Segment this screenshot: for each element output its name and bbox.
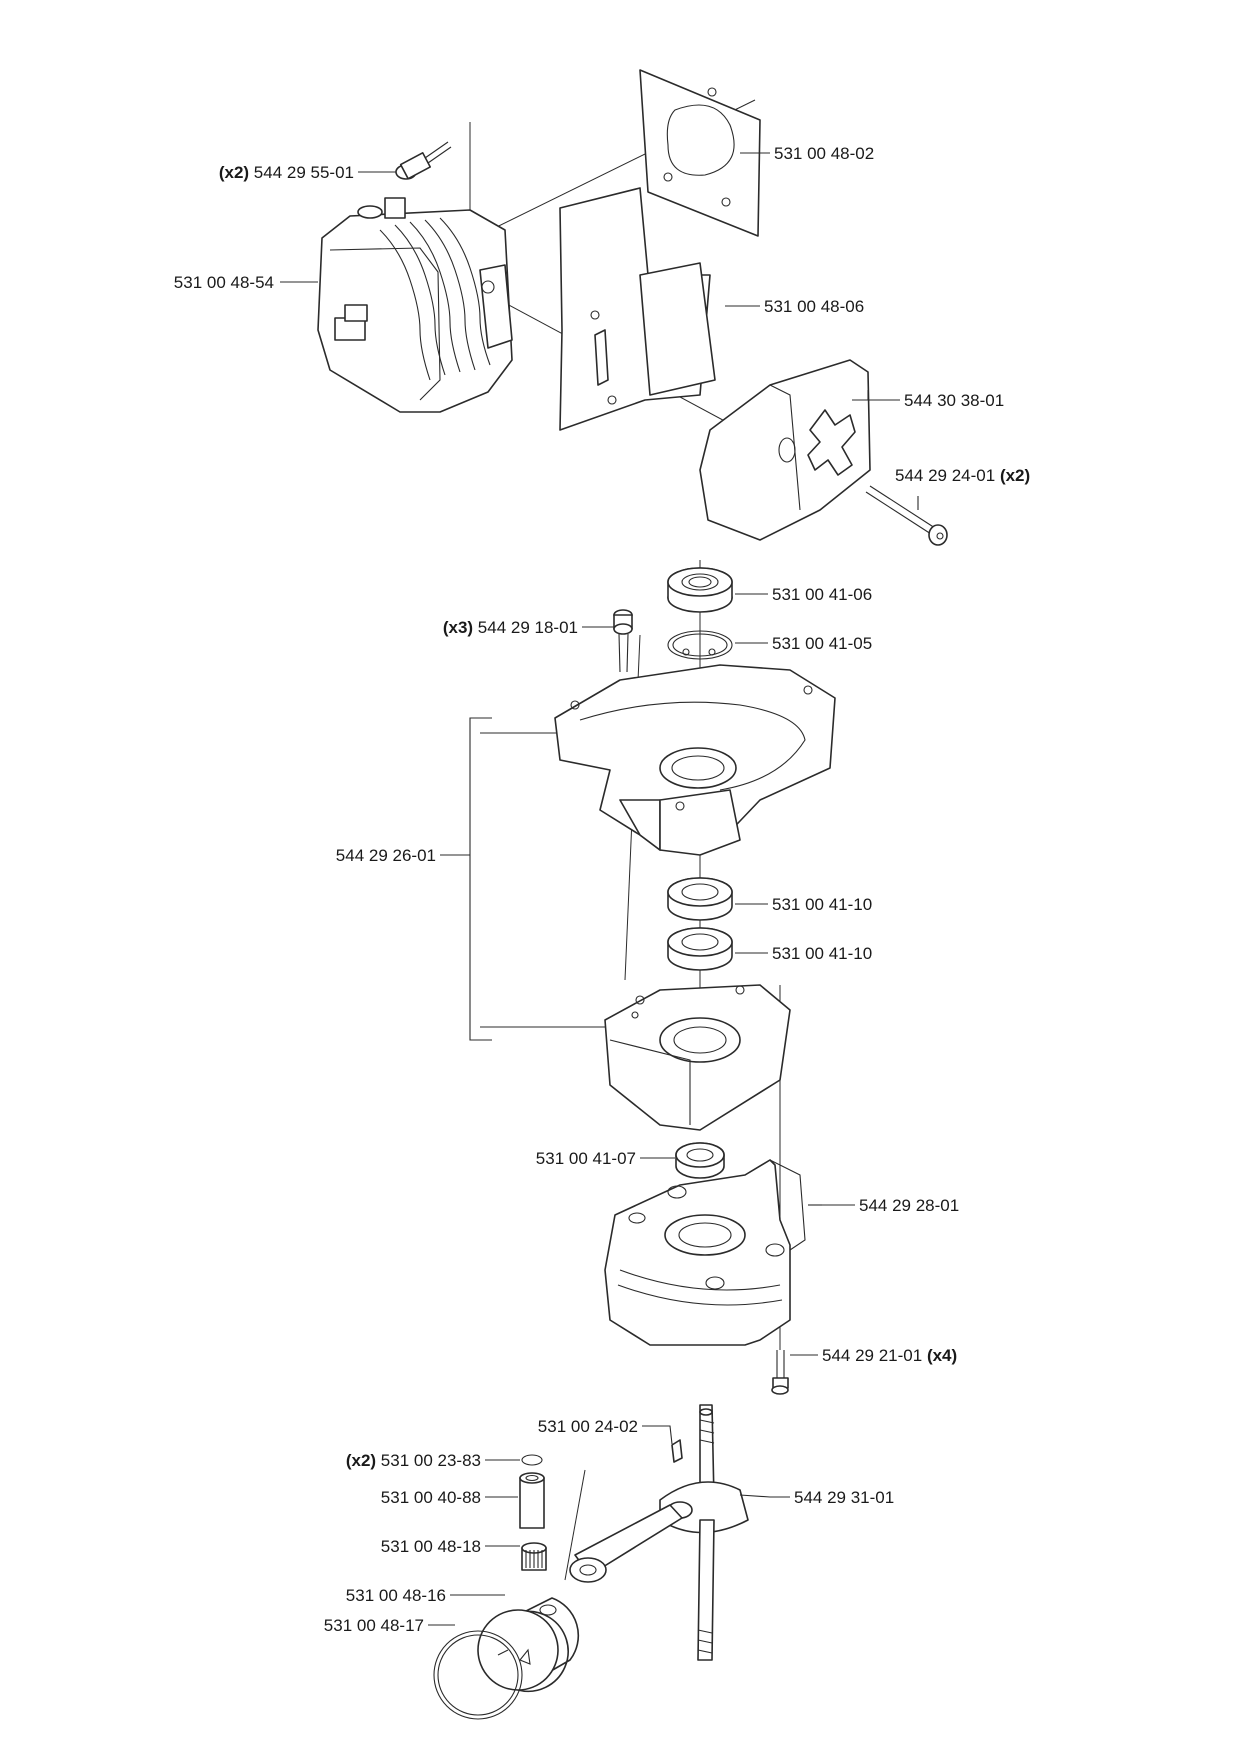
callout-label: 531 00 48-54 [174,273,274,292]
callout-label: (x3) 544 29 18-01 [443,618,578,637]
quantity-marker: (x2) [219,163,249,182]
muffler-part[interactable] [699,359,871,541]
bearing-mid-lower-part[interactable] [667,927,733,971]
callout-label: 544 29 28-01 [859,1196,959,1215]
callout-label: 544 29 31-01 [794,1488,894,1507]
callout-label: 544 29 24-01 (x2) [895,466,1030,485]
housing-part[interactable] [604,1159,806,1346]
callout-label: 531 00 40-88 [381,1488,481,1507]
part-number: 531 00 41-07 [536,1149,636,1168]
callout-label: 544 29 21-01 (x4) [822,1346,957,1365]
callout-labels: (x2) 544 29 55-01 531 00 48-02 531 00 48… [174,144,1030,1635]
part-number: 531 00 24-02 [538,1417,638,1436]
part-number: 531 00 41-06 [772,585,872,604]
cylinder-screw-part[interactable] [395,141,452,180]
quantity-marker: (x2) [1000,466,1030,485]
part-number: 544 30 38-01 [904,391,1004,410]
callout-label: 531 00 41-10 [772,944,872,963]
callout-label: 531 00 48-02 [774,144,874,163]
woodruff-key-part[interactable] [671,1439,683,1463]
part-number: 531 00 48-06 [764,297,864,316]
part-number: 544 29 18-01 [478,618,578,637]
housing-screw-part[interactable] [771,1350,789,1395]
piston-ring-part[interactable] [433,1630,523,1720]
part-number: 544 29 24-01 [895,466,995,485]
quantity-marker: (x4) [927,1346,957,1365]
cylinder-part[interactable] [317,197,513,413]
quantity-marker: (x3) [443,618,473,637]
piston-pin-part[interactable] [519,1472,545,1529]
part-number: 544 29 28-01 [859,1196,959,1215]
crankcase-lower-part[interactable] [604,984,791,1131]
part-number: 531 00 23-83 [381,1451,481,1470]
needle-bearing-part[interactable] [521,1542,547,1571]
callout-label: 531 00 48-16 [346,1586,446,1605]
bearing-upper-part[interactable] [667,567,733,613]
callout-label: (x2) 544 29 55-01 [219,163,354,182]
crankshaft-part[interactable] [569,1404,749,1661]
oil-seal-part[interactable] [675,1142,725,1179]
part-number: 531 00 48-18 [381,1537,481,1556]
part-number: 544 29 26-01 [336,846,436,865]
part-number: 531 00 48-02 [774,144,874,163]
piston-circlip-part[interactable] [521,1454,543,1466]
callout-label: 531 00 24-02 [538,1417,638,1436]
piston-part[interactable] [477,1597,580,1693]
part-number: 531 00 48-17 [324,1616,424,1635]
callout-label: 531 00 41-06 [772,585,872,604]
callout-label: 531 00 48-06 [764,297,864,316]
part-number: 531 00 48-16 [346,1586,446,1605]
part-number: 531 00 48-54 [174,273,274,292]
muffler-gasket-part[interactable] [559,187,716,431]
crankcase-screw-part[interactable] [613,609,633,673]
part-number: 544 29 55-01 [254,163,354,182]
part-number: 531 00 40-88 [381,1488,481,1507]
part-number: 544 29 21-01 [822,1346,922,1365]
callout-label: 531 00 48-17 [324,1616,424,1635]
callout-label: 531 00 41-10 [772,895,872,914]
callout-label: 544 30 38-01 [904,391,1004,410]
muffler-bolt-part[interactable] [865,485,948,546]
bearing-mid-upper-part[interactable] [667,877,733,921]
part-number: 531 00 41-10 [772,895,872,914]
part-number: 531 00 41-05 [772,634,872,653]
part-number: 544 29 31-01 [794,1488,894,1507]
callout-label: 531 00 48-18 [381,1537,481,1556]
crankcase-upper-part[interactable] [554,664,836,856]
circlip-part[interactable] [667,630,733,660]
part-number: 531 00 41-10 [772,944,872,963]
cylinder-gasket-part[interactable] [639,69,761,237]
callout-label: (x2) 531 00 23-83 [346,1451,481,1470]
quantity-marker: (x2) [346,1451,376,1470]
callout-label: 544 29 26-01 [336,846,436,865]
callout-label: 531 00 41-05 [772,634,872,653]
callout-label: 531 00 41-07 [536,1149,636,1168]
leader-lines [280,152,919,1626]
